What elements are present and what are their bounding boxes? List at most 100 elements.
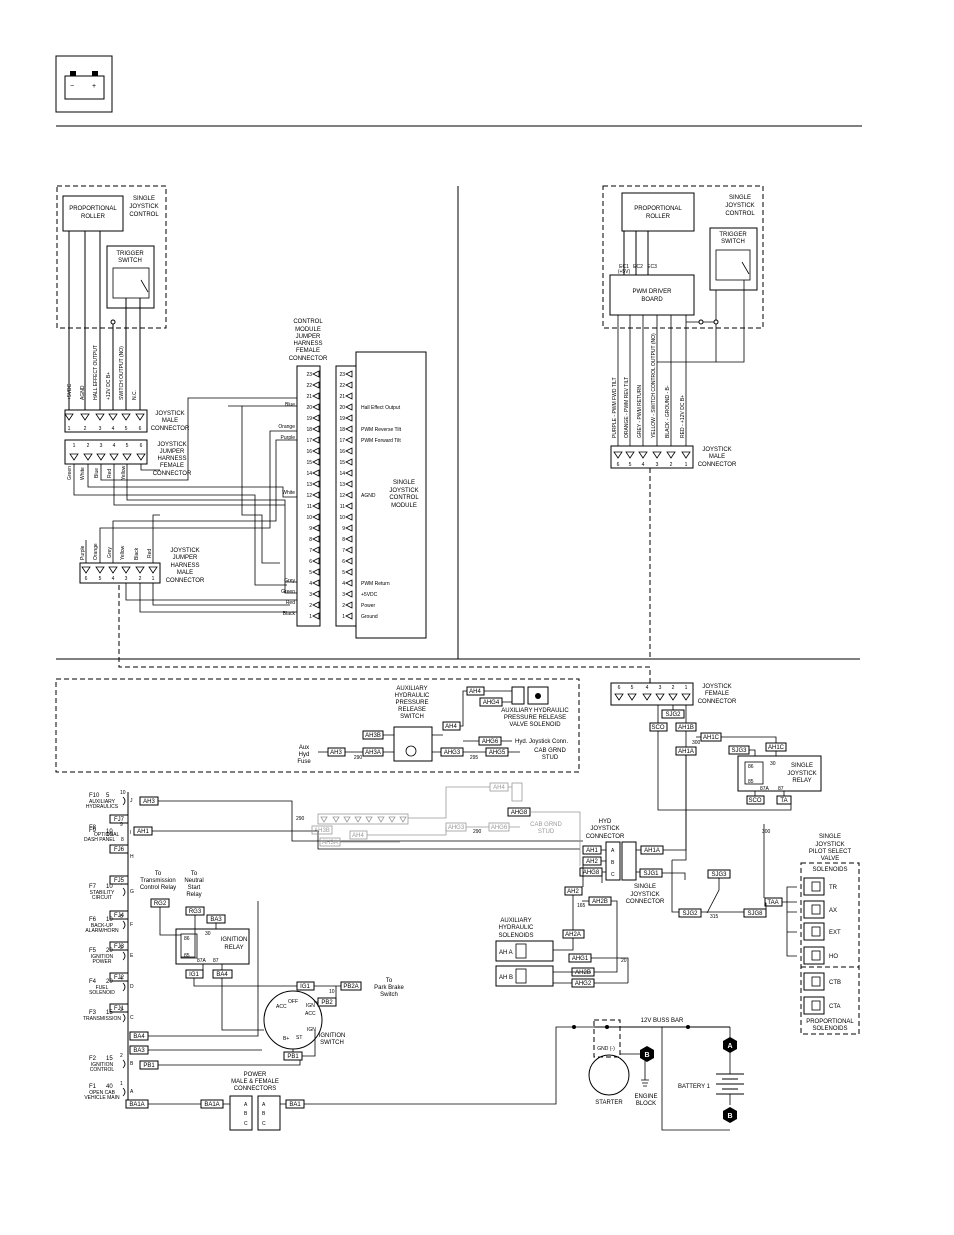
cm-jumper-pin-arrow-8 xyxy=(312,535,320,543)
fuse-f10-amps: 5 xyxy=(106,793,110,799)
cm-module-pin-12: 12 xyxy=(339,493,345,499)
cm-jumper-pin-6: 6 xyxy=(309,559,312,565)
jf-color-white: White xyxy=(80,467,86,480)
male-pin-1: 1 xyxy=(68,426,71,432)
fuse-f10-tag-box xyxy=(109,814,129,824)
tag-ahg8: AHG8 xyxy=(511,810,528,816)
power-section: 12V BUSS BAR GND (-) STARTER ENGINE BLOC… xyxy=(572,1018,744,1131)
sj-relay-title-1: SINGLE xyxy=(791,763,813,769)
tr-mc-2: MALE xyxy=(709,454,725,460)
cm-jumper-pin-21: 21 xyxy=(306,394,312,400)
cm-jumper-pin-14: 14 xyxy=(306,471,312,477)
fuse-f7-name-1: STABILITY xyxy=(90,890,115,896)
fuse-f6-symbol xyxy=(122,920,126,930)
tr-wire-orange: ORANGE - PWM REV TILT xyxy=(624,377,630,438)
aux-wire-290: 290 xyxy=(354,755,363,761)
cm-module-pin-arrow-8 xyxy=(345,535,353,543)
fuse-f4-id: F4 xyxy=(89,979,97,985)
cm-module-pin-arrow-22 xyxy=(345,381,353,389)
cm-module-pin-arrow-15 xyxy=(345,458,353,466)
hyd-aux-sol-1: AUXILIARY xyxy=(500,918,531,924)
fuse-f5-id: F5 xyxy=(89,948,97,954)
cm-module-pin-arrow-16 xyxy=(345,447,353,455)
tr-sjc-1: SINGLE xyxy=(729,195,751,201)
cm-module-pin-arrow-23 xyxy=(345,370,353,378)
cm-jumper-pin-3: 3 xyxy=(309,592,312,598)
hyd-sjc-3: CONNECTOR xyxy=(626,899,665,905)
cm-wire-color-17: Purple xyxy=(281,435,296,441)
cm-jumper-pin-5: 5 xyxy=(309,570,312,576)
f9-pin-i: I xyxy=(130,830,131,836)
tr-ec3: EC3 xyxy=(647,264,657,270)
jfem-wire-300-b: 300 xyxy=(762,829,771,835)
tr-pin-5: 5 xyxy=(629,462,632,468)
cm-module-pin-arrow-1 xyxy=(345,612,353,620)
control-module-section: CONTROL MODULE JUMPER HARNESS FEMALE CON… xyxy=(278,319,427,639)
cm-jumper-pin-11: 11 xyxy=(307,504,312,510)
jfem-tag-ah1b: AH1B xyxy=(678,725,694,731)
f9-id: F9 xyxy=(89,828,97,834)
tr-wire-purple: PURPLE - PWM FWD TILT xyxy=(612,377,618,438)
pc-tag-ba1: BA1 xyxy=(289,1102,301,1108)
starter-motor xyxy=(588,1054,630,1096)
cm-wire-color-4: Grey xyxy=(284,578,295,584)
hyd-title-2: JOYSTICK xyxy=(590,826,619,832)
header-battery-icon-box: − + xyxy=(55,55,113,113)
pilot-solenoid-coil-ext xyxy=(811,926,821,937)
sj-relay-30: 30 xyxy=(770,761,776,767)
jm-pin-3: 3 xyxy=(125,576,128,582)
male-pin-4: 4 xyxy=(112,426,115,432)
cm-jumper-pin-12: 12 xyxy=(306,493,312,499)
cm-jumper-pin-1: 1 xyxy=(309,614,312,620)
fuse-f7-id: F7 xyxy=(89,884,97,890)
fuse-f2-symbol xyxy=(122,1059,126,1069)
pc-pin-a-2: A xyxy=(262,1102,266,1108)
cm-module-pin-17: 17 xyxy=(339,438,345,444)
ign-relay-title-1: IGNITION xyxy=(221,937,248,943)
cm-module-pin-5: 5 xyxy=(342,570,345,576)
jf-pin-3: 3 xyxy=(100,443,103,449)
fuse-f8-tag: FJ6 xyxy=(114,847,125,853)
fuse-f10-pin-num: 10 xyxy=(120,790,126,796)
jfem-wire-315: 315 xyxy=(710,914,719,920)
f9-amps: 10 xyxy=(106,829,113,835)
cm-wire-color-2: Red xyxy=(286,600,295,606)
ps-title-3: PILOT SELECT xyxy=(809,849,852,855)
battery-icon: − + xyxy=(64,71,105,100)
fuse-f4-tag-box xyxy=(109,1003,129,1013)
upper-grey-harness: AH4 AHG8 AH3B AH4 AH3A AHG3 AHG6 290 290… xyxy=(296,782,581,866)
ign-to-neutral-2: Neutral xyxy=(184,878,203,884)
jfem-tag-sjg2-b: SJG2 xyxy=(682,911,698,917)
ign-tag-pb1: PB1 xyxy=(287,1054,299,1060)
cm-jumper-pin-13: 13 xyxy=(306,482,312,488)
cm-title-6: CONNECTOR xyxy=(289,356,328,362)
joystick-dashed-link xyxy=(118,585,651,700)
cm-jumper-pin-7: 7 xyxy=(309,548,312,554)
sj-relay-86: 86 xyxy=(748,764,754,770)
pilot-select-outline xyxy=(800,862,860,1035)
cm-module-pin-arrow-2 xyxy=(345,601,353,609)
jfem-tag-sco-b: SCO xyxy=(748,798,761,804)
aux-ps-1: AUXILIARY xyxy=(396,686,427,692)
fuse-f4-pin-letter: D xyxy=(130,984,134,990)
fuse-f8-pin-num: 8 xyxy=(121,837,124,843)
trigger-switch-label-2: SWITCH xyxy=(118,258,142,264)
prop-roller-label-1: PROPORTIONAL xyxy=(69,206,117,212)
cm-module-pin-20: 20 xyxy=(339,405,345,411)
sj-relay-title-3: RELAY xyxy=(792,778,811,784)
grey-tag-ah4: AH4 xyxy=(493,785,505,791)
pc-pin-b: B xyxy=(244,1111,248,1117)
ign-to-park-3: Switch xyxy=(380,992,398,998)
cm-module-pin-2: 2 xyxy=(342,603,345,609)
cm-jumper-pin-arrow-13 xyxy=(312,480,320,488)
cm-module-pin-arrow-13 xyxy=(345,480,353,488)
jmc2-label-1: JOYSTICK xyxy=(170,548,199,554)
jfem-tag-ah1c: AH1C xyxy=(703,735,720,741)
cm-jumper-pin-arrow-5 xyxy=(312,568,320,576)
aux-ps-3: PRESSURE xyxy=(395,700,428,706)
jm-pin-5: 5 xyxy=(99,576,102,582)
ign-tag-ig1: IG1 xyxy=(189,972,199,978)
buss-bar-label: 12V BUSS BAR xyxy=(641,1018,684,1024)
jm-color-grey: Grey xyxy=(107,547,113,558)
fuse-f10-tag: FJ7 xyxy=(114,817,125,823)
